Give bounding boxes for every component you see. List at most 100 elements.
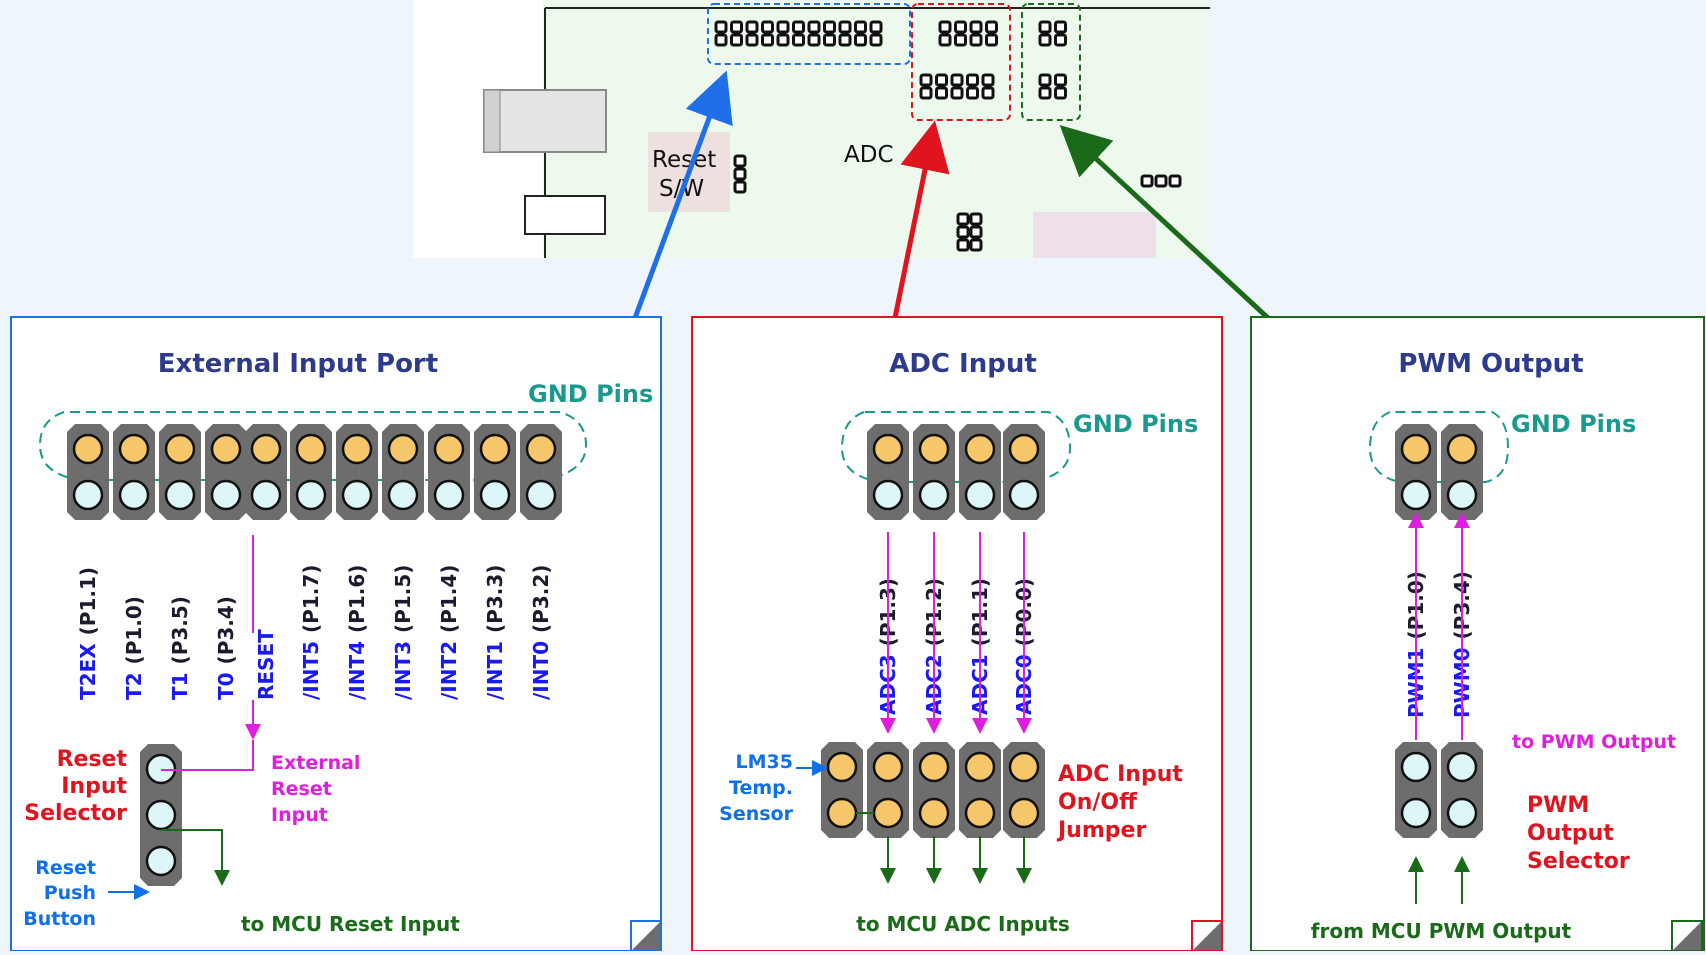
external-panel-title: External Input Port — [158, 349, 438, 379]
header-pin — [387, 479, 419, 511]
header-pin — [387, 433, 419, 465]
region-adc-input — [911, 3, 1011, 121]
header-pin — [525, 433, 557, 465]
board-pin — [935, 86, 948, 100]
reset-selector-header — [140, 744, 182, 886]
svg-text:Output: Output — [1527, 821, 1614, 846]
external-pin-label: /INT1(P3.3) — [483, 565, 507, 700]
header-pin — [250, 433, 282, 465]
header-pin — [918, 797, 950, 829]
adc-pin-column — [1003, 424, 1045, 520]
board-pin — [745, 33, 759, 47]
external-pin-column — [290, 424, 332, 520]
pwm-selector-column — [1395, 742, 1437, 838]
external-pin-column — [205, 424, 247, 520]
external-pin-column — [67, 424, 109, 520]
board-pin — [1054, 73, 1067, 87]
board-pin — [950, 86, 964, 100]
svg-text:Temp.: Temp. — [729, 777, 793, 799]
mcu-adc-label: to MCU ADC Inputs — [856, 912, 1069, 936]
header-pin — [250, 479, 282, 511]
header-pin — [964, 797, 996, 829]
header-pin — [145, 845, 177, 877]
header-pin — [964, 751, 996, 783]
svg-text:Jumper: Jumper — [1056, 818, 1146, 843]
pwm-pin-column — [1441, 424, 1483, 520]
reset-selector-label: Reset Input Selector — [24, 747, 127, 826]
pwm-pin-column — [1395, 424, 1437, 520]
header-pin — [72, 433, 104, 465]
svg-text:ADC Input: ADC Input — [1058, 762, 1183, 787]
header-pin — [872, 479, 904, 511]
header-pin — [826, 751, 858, 783]
board-pin — [1054, 20, 1067, 34]
board-pin — [981, 86, 995, 100]
header-pin — [1008, 479, 1040, 511]
panel-adc-input: ADC Input — [691, 316, 1223, 952]
adc-pin-column — [867, 424, 909, 520]
board-pin — [919, 73, 933, 87]
board-connector-small — [524, 195, 606, 235]
header-pin — [210, 433, 242, 465]
external-pin-label: /INT3(P1.5) — [391, 565, 415, 700]
board-pin — [1054, 86, 1067, 100]
header-pin — [341, 479, 373, 511]
board-connector-large — [483, 89, 607, 153]
header-pin — [479, 479, 511, 511]
external-pin-label: /INT0(P3.2) — [529, 565, 553, 700]
board-snippet: Reset S/W ADC — [413, 0, 1210, 258]
board-pin — [1168, 174, 1182, 188]
board-pin — [823, 33, 836, 47]
board-pin — [838, 20, 852, 34]
header-pin — [164, 479, 196, 511]
board-pin — [956, 212, 970, 226]
board-pin — [969, 225, 983, 239]
board-pin — [854, 20, 867, 34]
board-pin — [969, 238, 983, 252]
header-pin — [1446, 479, 1478, 511]
adc-pin-column — [913, 424, 955, 520]
board-pin — [935, 73, 948, 87]
svg-text:LM35: LM35 — [736, 751, 793, 773]
board-pin — [954, 33, 967, 47]
external-reset-label: External Reset Input — [271, 752, 360, 826]
header-pin — [525, 479, 557, 511]
svg-text:Input: Input — [271, 804, 328, 826]
adc-board-text: ADC — [844, 142, 894, 168]
svg-text:Reset: Reset — [35, 857, 96, 879]
adc-panel-title: ADC Input — [889, 349, 1037, 379]
board-pin — [956, 225, 970, 239]
adc-jumper-column — [867, 742, 909, 838]
region-external-port — [707, 3, 911, 65]
header-pin — [479, 433, 511, 465]
arrow-to-external-port — [632, 70, 733, 319]
reset-sw-text-1: Reset — [652, 147, 716, 173]
header-pin — [918, 479, 950, 511]
diagram-components: T2EX(P1.1)T2(P1.0)T1(P3.5)T0(P3.4)RESET/… — [67, 424, 1483, 904]
header-pin — [341, 433, 373, 465]
board-pin — [966, 86, 979, 100]
header-pin — [872, 751, 904, 783]
adc-gnd-outline — [840, 411, 1072, 483]
board-pin — [745, 20, 759, 34]
external-pin-label: T2(P1.0) — [122, 596, 146, 700]
board-pin — [985, 20, 998, 34]
header-pin — [964, 433, 996, 465]
external-pin-column — [520, 424, 562, 520]
svg-text:Button: Button — [23, 908, 96, 930]
board-pin — [1038, 20, 1052, 34]
adc-jumper-column — [959, 742, 1001, 838]
adc-jumper-column — [913, 742, 955, 838]
header-pin — [72, 479, 104, 511]
header-pin — [295, 433, 327, 465]
mcu-reset-label: to MCU Reset Input — [241, 912, 460, 936]
header-pin — [295, 479, 327, 511]
board-pin — [838, 33, 852, 47]
board-pin — [1054, 33, 1067, 47]
board-pin — [792, 20, 805, 34]
adc-jumper-label: ADC Input On/Off Jumper — [1056, 762, 1183, 843]
board-pin — [869, 33, 883, 47]
svg-text:Reset: Reset — [271, 778, 332, 800]
